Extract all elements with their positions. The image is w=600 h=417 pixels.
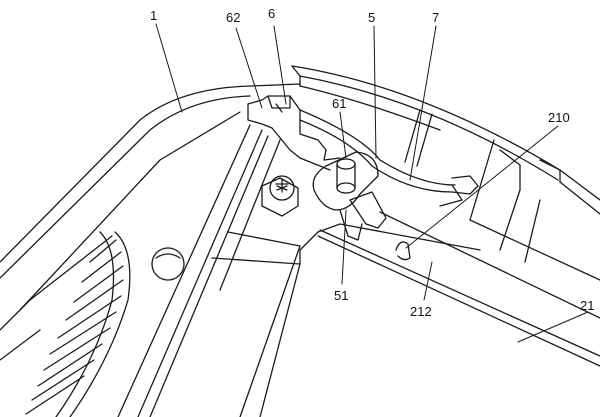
vent-grille	[0, 231, 131, 417]
callout-7: 7	[432, 10, 439, 25]
hook	[395, 241, 411, 261]
callout-210: 210	[548, 110, 570, 125]
leader-lines	[155, 23, 589, 343]
callout-21: 21	[580, 298, 594, 313]
screw	[261, 175, 299, 217]
side-panel	[317, 189, 600, 367]
callout-51: 51	[334, 288, 348, 303]
pivot-body	[312, 151, 387, 241]
round-boss	[151, 247, 185, 281]
inner-frame	[117, 124, 319, 417]
callout-61: 61	[332, 96, 346, 111]
callout-5: 5	[368, 10, 375, 25]
callout-6: 6	[268, 6, 275, 21]
housing-outer-contour	[0, 83, 301, 311]
callout-212: 212	[410, 304, 432, 319]
latch-bracket	[247, 95, 341, 171]
pivot-pin	[336, 158, 356, 194]
callout-62: 62	[226, 10, 240, 25]
callout-labels: 1 62 6 5 7 61 210 51 212 21	[150, 6, 594, 319]
cover-strip	[291, 65, 600, 221]
callout-1: 1	[150, 8, 157, 23]
spring-arm	[299, 109, 479, 207]
